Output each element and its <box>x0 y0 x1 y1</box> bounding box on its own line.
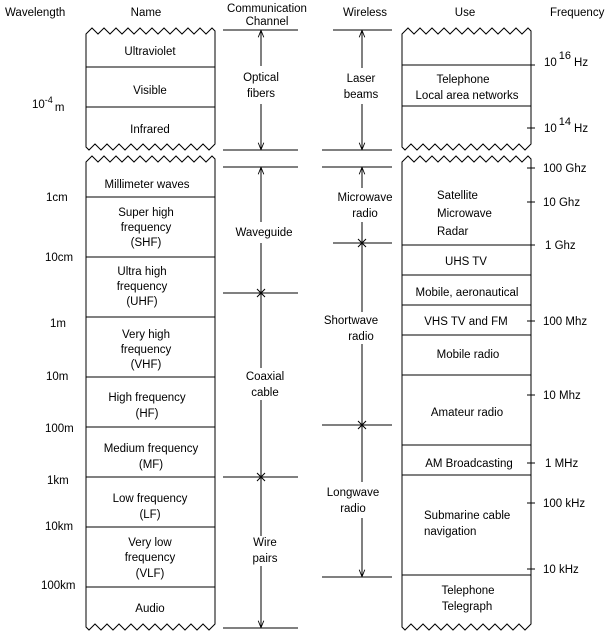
wireless-cross-2 <box>357 420 367 430</box>
wavelength-1km: 1km <box>47 475 69 487</box>
channel-coaxial-1: Coaxial <box>246 371 284 383</box>
header-name: Name <box>131 7 162 19</box>
channel-optical-1: Optical <box>243 72 279 84</box>
wavelength-100km: 100km <box>41 580 76 592</box>
use-satellite-3: Radar <box>437 226 468 238</box>
name-hf-2: (HF) <box>136 408 159 420</box>
wireless-laser-1: Laser <box>347 73 376 85</box>
name-lf-2: (LF) <box>139 509 160 521</box>
name-audio: Audio <box>135 603 164 615</box>
name-uhf-1: Ultra high <box>117 266 166 278</box>
channel-cross-2 <box>256 472 266 482</box>
wireless-shortwave-1: Shortwave <box>324 315 378 327</box>
channel-cross-1 <box>256 288 266 298</box>
header-channel-line2: Channel <box>246 16 289 28</box>
header-frequency: Frequency <box>550 7 605 19</box>
frequency-10ghz: 10 Ghz <box>543 197 580 209</box>
channel-column: Optical fibers Waveguide Coaxial cable W… <box>223 29 298 629</box>
channel-wire-1: Wire <box>253 537 277 549</box>
use-uhs-tv: UHS TV <box>445 256 487 268</box>
use-telephone-telegraph-1: Telephone <box>441 585 494 597</box>
frequency-100khz: 100 kHz <box>543 498 585 510</box>
frequency-100mhz: 100 Mhz <box>543 316 587 328</box>
name-shf-1: Super high <box>118 207 174 219</box>
channel-coaxial-2: cable <box>251 387 279 399</box>
frequency-1mhz: 1 MHz <box>545 458 578 470</box>
frequency-column: 1016Hz 1014Hz 100 Ghz 10 Ghz 1 Ghz 100 M… <box>527 50 588 576</box>
name-vhf-1: Very high <box>122 329 170 341</box>
wireless-laser-2: beams <box>344 89 379 101</box>
name-vhf-3: (VHF) <box>131 359 162 371</box>
name-vlf-1: Very low <box>128 537 172 549</box>
name-vlf-2: frequency <box>125 552 176 564</box>
name-mf-2: (MF) <box>139 459 163 471</box>
name-vhf-2: frequency <box>121 344 172 356</box>
use-mobile-radio: Mobile radio <box>437 349 500 361</box>
wavelength-10m: 10m <box>46 371 68 383</box>
use-amateur-radio: Amateur radio <box>431 407 503 419</box>
use-vhs-tv-fm: VHS TV and FM <box>424 316 508 328</box>
use-submarine-1: Submarine cable <box>424 510 510 522</box>
name-lf-1: Low frequency <box>113 493 188 505</box>
wavelength-100m: 100m <box>45 423 74 435</box>
use-box-upper <box>401 27 532 151</box>
name-shf-2: frequency <box>121 222 172 234</box>
use-satellite-1: Satellite <box>437 190 478 202</box>
header-wavelength: Wavelength <box>5 7 65 19</box>
name-visible: Visible <box>133 85 167 97</box>
wavelength-1cm: 1cm <box>46 192 68 204</box>
channel-optical-2: fibers <box>247 88 275 100</box>
name-vlf-3: (VLF) <box>136 568 165 580</box>
name-box-lower <box>85 155 216 631</box>
use-telephone-lan-1: Telephone <box>436 74 489 86</box>
wireless-longwave-1: Longwave <box>327 487 379 499</box>
wireless-longwave-2: radio <box>340 503 366 515</box>
wireless-cross-1 <box>357 238 367 248</box>
use-am-broadcasting: AM Broadcasting <box>425 458 513 470</box>
frequency-10khz: 10 kHz <box>543 564 579 576</box>
header-use: Use <box>455 7 475 19</box>
wireless-microwave-1: Microwave <box>338 192 393 204</box>
header-channel-line1: Communication <box>227 3 307 15</box>
wavelength-10km: 10km <box>45 521 73 533</box>
frequency-10mhz: 10 Mhz <box>543 390 581 402</box>
frequency-1e14: 1014Hz <box>544 116 588 135</box>
header-wireless: Wireless <box>343 7 387 19</box>
name-shf-3: (SHF) <box>131 237 162 249</box>
name-ultraviolet: Ultraviolet <box>124 46 176 58</box>
name-uhf-3: (UHF) <box>126 296 157 308</box>
name-millimeter: Millimeter waves <box>105 179 190 191</box>
use-submarine-2: navigation <box>424 526 476 538</box>
name-uhf-2: frequency <box>117 281 168 293</box>
name-hf-1: High frequency <box>108 392 186 404</box>
name-infrared: Infrared <box>130 124 170 136</box>
column-headers: Wavelength Name Communication Channel Wi… <box>5 3 605 28</box>
frequency-1e16: 1016Hz <box>544 50 588 69</box>
use-column: Telephone Local area networks Satellite … <box>401 27 532 631</box>
wireless-column: Laser beams Microwave radio Shortwave ra… <box>322 29 393 578</box>
wavelength-10cm: 10cm <box>45 252 73 264</box>
wireless-microwave-2: radio <box>352 208 378 220</box>
use-satellite-2: Microwave <box>437 208 492 220</box>
wireless-shortwave-2: radio <box>348 331 374 343</box>
channel-waveguide: Waveguide <box>235 227 292 239</box>
wavelength-1m: 1m <box>50 318 66 330</box>
use-telephone-telegraph-2: Telegraph <box>442 601 493 613</box>
wavelength-1e-4m: 10-4m <box>32 95 64 114</box>
frequency-100ghz: 100 Ghz <box>543 163 587 175</box>
use-telephone-lan-2: Local area networks <box>416 90 519 102</box>
channel-wire-2: pairs <box>253 553 278 565</box>
frequency-1ghz: 1 Ghz <box>545 240 576 252</box>
use-mobile-aeronautical: Mobile, aeronautical <box>416 287 519 299</box>
name-mf-1: Medium frequency <box>104 443 199 455</box>
wavelength-column: 10-4m 1cm 10cm 1m 10m 100m 1km 10km 100k… <box>32 95 76 592</box>
name-column: Ultraviolet Visible Infrared Millimeter … <box>85 27 216 631</box>
name-box-upper <box>85 27 216 151</box>
